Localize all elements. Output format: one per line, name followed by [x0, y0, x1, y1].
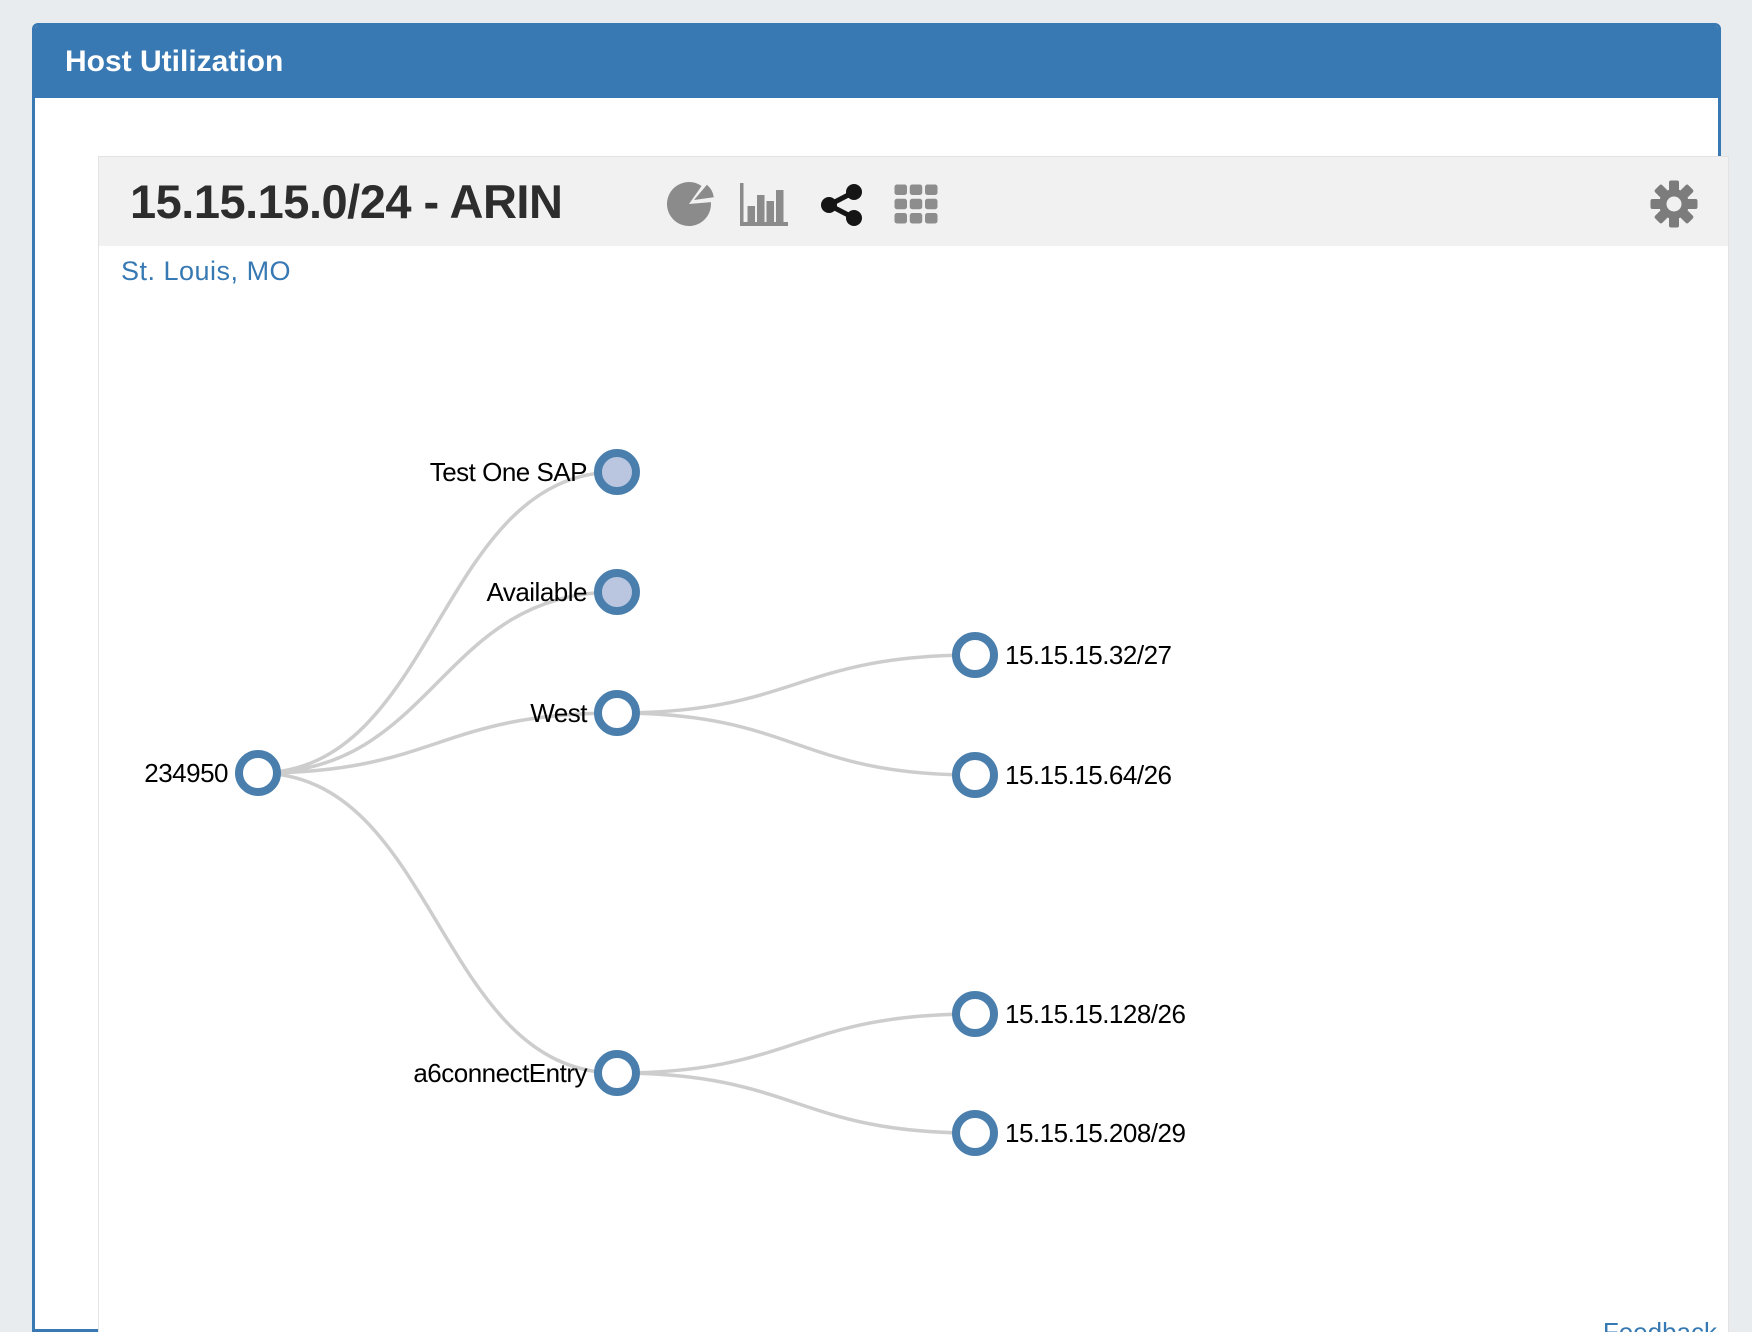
subnet-title: 15.15.15.0/24 - ARIN — [130, 175, 563, 228]
location-link[interactable]: St. Louis, MO — [121, 256, 292, 286]
grid-icon[interactable] — [891, 179, 941, 229]
tree-node-test-one-sap[interactable] — [594, 449, 640, 495]
pie-chart-icon[interactable] — [664, 179, 714, 229]
tree-node-15-15-15-208-29[interactable] — [952, 1110, 998, 1156]
tree-node-234950[interactable] — [235, 750, 281, 796]
tree-node-west[interactable] — [594, 690, 640, 736]
tree-node-15-15-15-128-26[interactable] — [952, 991, 998, 1037]
subnet-card-header: 15.15.15.0/24 - ARIN — [99, 157, 1728, 246]
tree-node-15-15-15-32-27[interactable] — [952, 632, 998, 678]
panel-title: Host Utilization — [35, 26, 1718, 98]
share-nodes-icon[interactable] — [817, 179, 867, 229]
subnet-card: 15.15.15.0/24 - ARIN — [98, 156, 1729, 1332]
host-utilization-panel: Host Utilization 15.15.15.0/24 - ARIN — [32, 23, 1729, 1332]
tree-node-15-15-15-64-26[interactable] — [952, 752, 998, 798]
bar-chart-icon[interactable] — [739, 179, 789, 229]
feedback-link[interactable]: Feedback — [1602, 1317, 1717, 1332]
gear-icon[interactable] — [1647, 177, 1701, 231]
tree-node-available[interactable] — [594, 569, 640, 615]
tree-node-a6connectentry[interactable] — [594, 1050, 640, 1096]
